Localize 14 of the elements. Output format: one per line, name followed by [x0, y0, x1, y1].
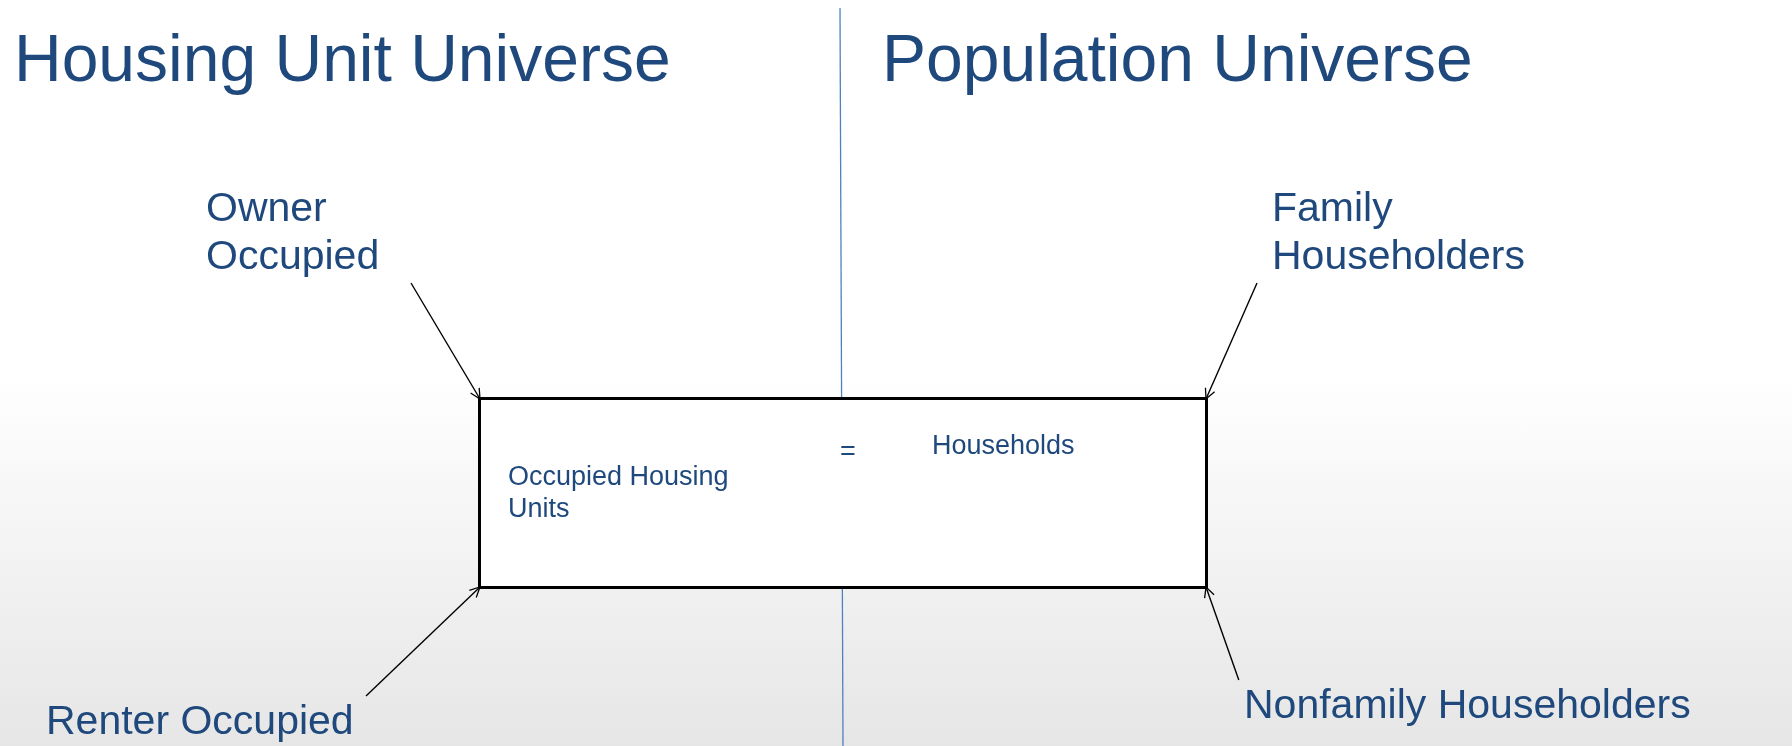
box-text: Households	[932, 429, 1075, 461]
box-text: Occupied Housing Units	[508, 460, 730, 525]
equals-sign: =	[840, 435, 856, 467]
leader-arrow	[1204, 282, 1258, 400]
equation-box	[478, 397, 1208, 589]
category-label: Owner Occupied	[206, 183, 411, 279]
category-label: Renter Occupied	[46, 696, 366, 744]
leader-arrow	[410, 282, 481, 400]
category-label: Family Householders	[1272, 183, 1572, 279]
universe-heading: Population Universe	[882, 20, 1473, 97]
leader-arrow	[365, 586, 481, 697]
category-label: Nonfamily Householders	[1244, 680, 1764, 728]
leader-arrow	[1203, 586, 1240, 681]
universe-heading: Housing Unit Universe	[14, 20, 671, 97]
